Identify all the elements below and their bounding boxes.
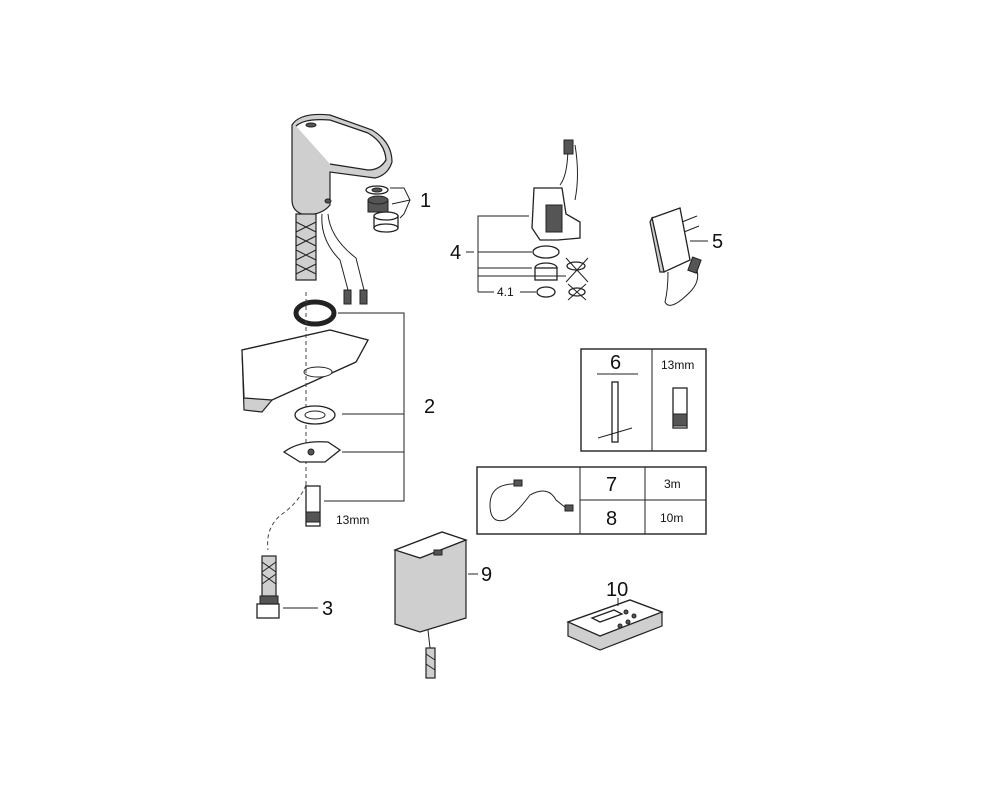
label-part-5: 5 — [712, 231, 723, 253]
label-length-3m: 3m — [664, 477, 681, 491]
label-part-2: 2 — [424, 396, 435, 418]
label-part-10: 10 — [606, 579, 628, 601]
mounting-set: 2 13mm — [241, 292, 435, 527]
label-part-9: 9 — [481, 564, 492, 586]
label-part-4-1: 4.1 — [497, 285, 514, 299]
solenoid-valve: 4 4.1 — [450, 139, 589, 301]
remote-control: 10 — [566, 579, 664, 651]
label-part-1: 1 — [420, 190, 431, 212]
label-part-8: 8 — [606, 508, 617, 530]
label-part-4: 4 — [450, 242, 461, 264]
label-length-10m: 10m — [660, 511, 683, 525]
aerator-set: 1 — [365, 185, 431, 233]
label-13mm-socket: 13mm — [336, 513, 369, 527]
control-box: 9 — [393, 531, 492, 679]
power-adapter: 5 — [649, 207, 723, 306]
connection-hose: 3 — [256, 484, 333, 620]
extension-cable-box: 7 8 3m 10m — [476, 466, 707, 535]
label-13mm-wrench: 13mm — [661, 358, 694, 372]
tool-box: 6 13mm — [580, 348, 707, 452]
label-part-6: 6 — [610, 352, 621, 374]
label-part-3: 3 — [322, 598, 333, 620]
faucet-body — [291, 113, 393, 305]
label-part-7: 7 — [606, 474, 617, 496]
